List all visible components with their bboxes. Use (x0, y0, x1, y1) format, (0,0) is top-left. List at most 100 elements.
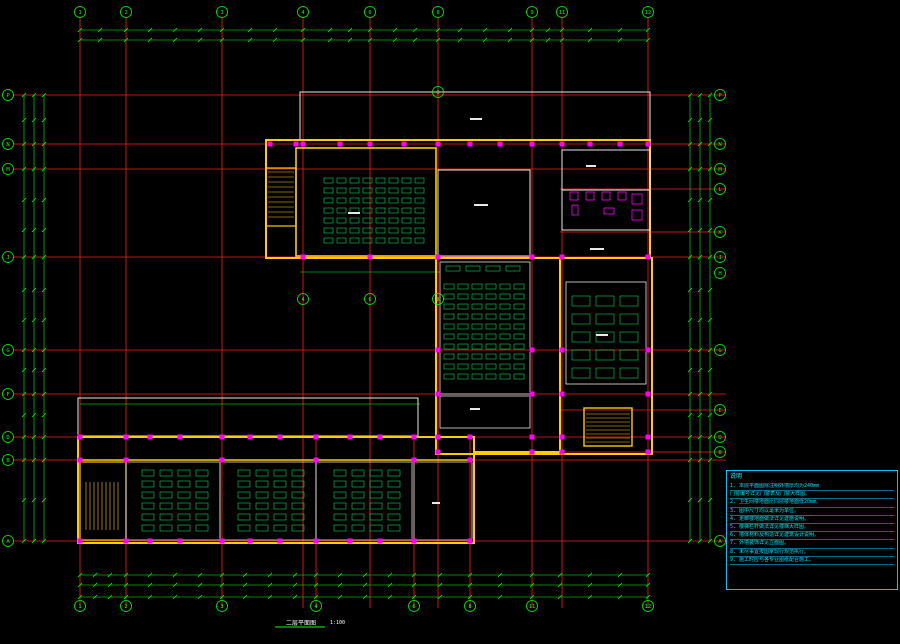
svg-text:K: K (718, 230, 722, 236)
svg-text:9: 9 (530, 10, 533, 16)
svg-text:6: 6 (368, 10, 371, 16)
svg-text:6: 6 (368, 297, 371, 303)
svg-text:N: N (6, 142, 9, 148)
svg-text:12: 12 (645, 10, 652, 16)
svg-text:4: 4 (301, 297, 305, 303)
axis-bubble-top: 6 (364, 6, 376, 18)
axis-bubble-left: B (2, 454, 14, 466)
axis-bubble-inner: 6 (364, 293, 376, 305)
axis-bubble-right: H (714, 267, 726, 279)
axis-bubble-right: J (714, 251, 726, 263)
axis-bubble-left: J (2, 251, 14, 263)
svg-text:4: 4 (314, 604, 318, 610)
axis-bubble-inner: 8 (432, 293, 444, 305)
toilet-fixtures (569, 191, 643, 221)
note-line: 8. 未尽事宜按国家现行规范执行。 (730, 549, 894, 557)
svg-text:B: B (718, 450, 722, 456)
svg-text:3: 3 (220, 10, 223, 16)
svg-text:H: H (718, 271, 721, 277)
svg-text:8: 8 (436, 90, 439, 96)
axis-bubble-left: G (2, 344, 14, 356)
svg-text:J: J (718, 255, 721, 261)
svg-text:8: 8 (468, 604, 471, 610)
axis-bubble-left: D (2, 431, 14, 443)
svg-text:G: G (718, 348, 721, 354)
svg-text:N: N (718, 142, 721, 148)
axis-bubble-left: F (2, 388, 14, 400)
note-line: 6. 墙体材料及构造详见建筑设计说明。 (730, 532, 894, 541)
axis-bubble-right: D (714, 431, 726, 443)
svg-text:2: 2 (124, 604, 127, 610)
svg-text:D: D (718, 435, 721, 441)
axis-bubble-top: 2 (120, 6, 132, 18)
svg-text:8: 8 (436, 10, 439, 16)
svg-text:11: 11 (529, 604, 536, 610)
svg-text:D: D (6, 435, 9, 441)
axis-bubble-top: 12 (642, 6, 654, 18)
note-line: 1. 本层平面图除注明外墙厚均为240mm (730, 483, 894, 492)
axis-bubble-top: 1 (74, 6, 86, 18)
svg-text:E: E (718, 408, 721, 414)
axis-bubble-bottom: 4 (310, 600, 322, 612)
axis-bubble-right: A (714, 535, 726, 547)
stair-symbols (85, 171, 630, 530)
note-line: 4. 走廊楼地面做法详见建施说明。 (730, 516, 894, 525)
axis-bubble-top: 4 (297, 6, 309, 18)
axis-bubble-inner: 4 (297, 293, 309, 305)
note-line: 2. 卫生间楼地面比同层楼地面低20mm。 (730, 499, 894, 508)
svg-text:6: 6 (412, 604, 415, 610)
axis-bubble-right: N (714, 138, 726, 150)
building-walls (77, 91, 653, 544)
svg-text:J: J (6, 255, 9, 261)
axis-bubble-top: 3 (216, 6, 228, 18)
axis-bubble-bottom: 1 (74, 600, 86, 612)
axis-bubble-right: P (714, 89, 726, 101)
svg-text:2: 2 (124, 10, 127, 16)
svg-text:A: A (718, 539, 722, 545)
axis-bubble-right: B (714, 446, 726, 458)
svg-text:4: 4 (301, 10, 305, 16)
axis-bubble-bottom: 3 (216, 600, 228, 612)
svg-text:A: A (6, 539, 10, 545)
axis-bubble-right: E (714, 404, 726, 416)
axis-bubble-right: G (714, 344, 726, 356)
axis-bubble-top: 11 (556, 6, 568, 18)
svg-text:11: 11 (559, 10, 566, 16)
note-line: 7. 外墙装饰详见立面图。 (730, 540, 894, 549)
axis-bubble-bottom: 6 (408, 600, 420, 612)
svg-text:8: 8 (436, 297, 439, 303)
axis-bubble-right: L (714, 183, 726, 195)
svg-text:B: B (6, 458, 10, 464)
classroom-desks (141, 177, 639, 532)
axis-bubble-inner: 8 (432, 86, 444, 98)
svg-text:M: M (6, 167, 10, 173)
axis-bubble-left: N (2, 138, 14, 150)
svg-text:P: P (6, 93, 10, 99)
drawing-title: 二层平面图 (286, 620, 317, 627)
svg-text:M: M (718, 167, 722, 173)
svg-text:3: 3 (220, 604, 223, 610)
axis-bubble-bottom: 2 (120, 600, 132, 612)
axis-bubble-bottom: 12 (642, 600, 654, 612)
drawing-scale: 1:100 (330, 620, 346, 626)
axis-bubble-top: 8 (432, 6, 444, 18)
axis-bubble-bottom: 11 (526, 600, 538, 612)
notes-heading: 说明 (730, 473, 743, 480)
design-notes-panel: 说明 1. 本层平面图除注明外墙厚均为240mm 门窗编号详见门窗表及门窗大样图… (726, 470, 898, 590)
note-line: 3. 图中尺寸均以毫米为单位。 (730, 508, 894, 516)
axis-bubble-left: M (2, 163, 14, 175)
svg-text:L: L (718, 187, 722, 193)
axis-bubble-left: P (2, 89, 14, 101)
svg-text:12: 12 (645, 604, 652, 610)
svg-text:F: F (6, 392, 9, 398)
note-line: 9. 施工时应与各专业图纸配合施工。 (730, 557, 894, 566)
note-line: 5. 楼梯栏杆做法详见楼梯大样图。 (730, 524, 894, 533)
structural-columns (77, 141, 651, 544)
axis-bubble-bottom: 8 (464, 600, 476, 612)
axis-bubble-left: A (2, 535, 14, 547)
note-line: 门窗编号详见门窗表及门窗大样图。 (730, 491, 894, 500)
axis-bubble-right: M (714, 163, 726, 175)
axis-bubble-top: 9 (526, 6, 538, 18)
